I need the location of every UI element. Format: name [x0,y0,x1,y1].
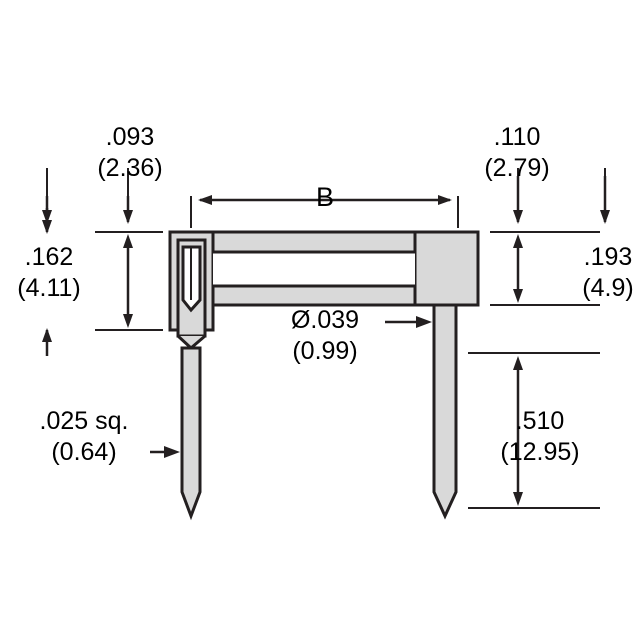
center-rail-lower [211,284,434,307]
label-hole-diameter: Ø.039 (0.99) [265,305,385,367]
label-body-height-left: .162 (4.11) [3,242,95,304]
label-pin-square-line2: (0.64) [51,438,117,466]
right-housing-block [413,230,480,307]
label-dim-b: B [295,182,355,213]
rail-inner-void [213,252,415,286]
label-body-height-right-line1: .193 [583,243,633,271]
label-pitch-top-left-line1: .093 [105,123,155,151]
left-pin-tail [180,346,202,521]
label-pin-width-top-right: .110 (2.79) [467,122,567,184]
label-pitch-top-left: .093 (2.36) [85,122,175,184]
label-pin-length: .510 (12.95) [470,406,610,468]
label-pin-length-line2: (12.95) [500,438,580,466]
label-body-height-right: .193 (4.9) [568,242,640,304]
label-hole-diameter-line2: (0.99) [292,337,358,365]
label-body-height-left-line1: .162 [24,243,74,271]
label-hole-diameter-line1: Ø.039 [290,306,360,334]
label-pin-length-line1: .510 [515,407,565,435]
label-dim-b-line1: B [315,182,334,212]
label-pin-width-top-right-line2: (2.79) [484,154,550,182]
center-rail [211,230,417,254]
label-pin-width-top-right-line1: .110 [493,123,541,151]
geometry-group [42,168,610,521]
socket-taper [176,334,206,351]
label-pin-square-line1: .025 sq. [39,407,129,435]
right-pin-tail [432,303,458,520]
dimension-arrows [42,176,610,506]
label-pin-square: .025 sq. (0.64) [14,406,154,468]
label-body-height-left-line2: (4.11) [17,274,81,302]
label-body-height-right-line2: (4.9) [582,274,634,302]
label-pitch-top-left-line2: (2.36) [97,154,163,182]
